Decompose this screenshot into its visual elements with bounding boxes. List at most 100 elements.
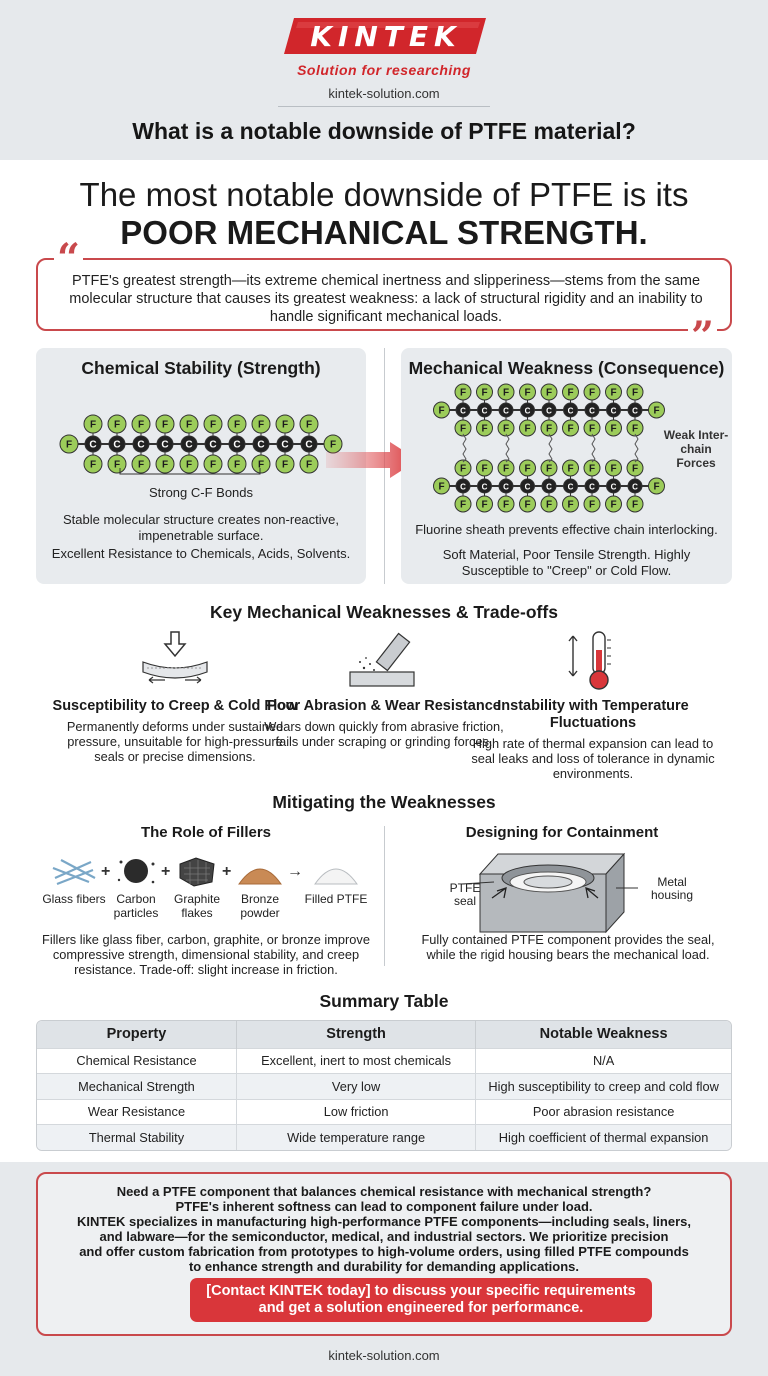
fluorine-atom-label: F <box>90 460 96 471</box>
table-cell: Thermal Stability <box>37 1124 237 1150</box>
fluorine-atom-label: F <box>481 464 487 475</box>
fluorine-atom <box>476 495 493 513</box>
filler-graphite-label: Graphite flakes <box>173 892 221 920</box>
weakness-temperature-title: Instability with Temperature Fluctuation… <box>497 698 689 731</box>
page-question: What is a notable downside of PTFE mater… <box>132 118 636 144</box>
carbon-atom-label: C <box>525 407 531 416</box>
containment-diagram <box>461 852 638 934</box>
fluorine-atom-label: F <box>282 420 288 431</box>
fluorine-atom <box>275 454 295 474</box>
fluorine-atom-label: F <box>524 500 530 511</box>
fillers-desc: Fillers like glass fiber, carbon, graphi… <box>42 932 370 977</box>
weak-force-spring <box>505 433 510 463</box>
table-cell: Wear Resistance <box>37 1098 237 1125</box>
fluorine-atom-label: F <box>503 500 509 511</box>
fluorine-atom-label: F <box>589 424 595 435</box>
bronze-powder-icon <box>238 868 282 885</box>
weakness-temperature-desc: High rate of thermal expansion can lead … <box>471 736 715 781</box>
fluorine-atom-label: F <box>610 500 616 511</box>
carbon-atom <box>584 478 600 494</box>
fluorine-atom-label: F <box>610 424 616 435</box>
fluorine-atom <box>155 414 175 434</box>
weakness-temperature: Instability with Temperature Fluctuation… <box>470 628 716 781</box>
weakness-abrasion-title: Poor Abrasion & Wear Resistance <box>267 698 501 714</box>
carbon-atom-label: C <box>568 483 574 492</box>
chemical-stability-title: Chemical Stability (Strength) <box>81 358 321 378</box>
site-url-top[interactable]: kintek-solution.com <box>328 86 440 101</box>
fluorine-atom <box>540 419 558 437</box>
fluorine-atom <box>519 419 536 437</box>
fluorine-atom <box>648 477 665 495</box>
tagline: Solution for researching <box>297 62 471 78</box>
weak-forces-label: Weak Inter-chain Forces <box>663 428 729 470</box>
kintek-logo[interactable]: KINTEK <box>280 14 492 58</box>
fluorine-atom <box>583 383 601 401</box>
fluorine-atom <box>275 414 295 434</box>
fluorine-atom <box>497 459 515 477</box>
carbon-particles-icon <box>117 859 155 884</box>
carbon-atom-label: C <box>611 483 617 492</box>
fluorine-atom-label: F <box>234 460 240 471</box>
plus-icon: + <box>101 863 111 880</box>
fluorine-atom-label: F <box>481 388 487 399</box>
fluorine-atom <box>626 495 644 513</box>
fluorine-atom <box>251 414 271 434</box>
carbon-atom-label: C <box>161 440 168 451</box>
fluorine-atom-label: F <box>524 464 530 475</box>
table-row: Chemical Resistance Excellent, inert to … <box>37 1047 731 1074</box>
quote-box: PTFE's greatest strength—its extreme che… <box>36 258 732 331</box>
fluorine-atom-label: F <box>610 388 616 399</box>
carbon-atom-label: C <box>503 407 509 416</box>
fluorine-atom <box>605 383 622 401</box>
fluorine-atom <box>476 419 493 437</box>
carbon-atom <box>477 478 492 494</box>
fluorine-atom <box>433 401 450 419</box>
table-cell: High coefficient of thermal expansion <box>475 1124 731 1150</box>
carbon-atom <box>228 435 246 453</box>
fluorine-atom-label: F <box>162 460 168 471</box>
fluorine-atom <box>497 495 515 513</box>
fluorine-atom <box>251 454 271 474</box>
carbon-atom-label: C <box>589 407 595 416</box>
carbon-atom-label: C <box>611 407 617 416</box>
fluorine-atom <box>583 495 601 513</box>
fluorine-atom <box>605 495 622 513</box>
filler-graphite: Graphite flakes <box>165 854 229 920</box>
fluorine-atom <box>562 495 579 513</box>
table-cell: Poor abrasion resistance <box>475 1098 731 1125</box>
carbon-atom-label: C <box>209 440 216 451</box>
filler-result: Filled PTFE <box>304 854 368 906</box>
fluorine-atom-label: F <box>567 464 573 475</box>
glass-fibers-icon <box>52 859 96 886</box>
column-header: Strength <box>236 1021 477 1048</box>
cta-text: Need a PTFE component that balances chem… <box>52 1184 716 1274</box>
fluorine-atom <box>562 383 579 401</box>
fluorine-atom-label: F <box>438 482 444 493</box>
fluorine-atom <box>519 383 536 401</box>
ptfe-seal-label: PTFE seal <box>449 881 481 908</box>
fluorine-atom-label: F <box>546 464 552 475</box>
carbon-atom <box>541 478 557 494</box>
fluorine-atom-label: F <box>282 460 288 471</box>
weakness-creep-title: Susceptibility to Creep & Cold Flow <box>52 698 298 714</box>
contact-kintek-button[interactable]: [Contact KINTEK today] to discuss your s… <box>190 1278 652 1322</box>
fluorine-atom-label: F <box>138 420 144 431</box>
fluorine-atom-label: F <box>632 500 638 511</box>
carbon-atom <box>132 435 150 453</box>
summary-table: Property Strength Notable Weakness Chemi… <box>36 1020 732 1151</box>
site-url-bottom[interactable]: kintek-solution.com <box>328 1348 440 1363</box>
headline-line2: POOR MECHANICAL STRENGTH. <box>120 214 648 251</box>
fluorine-atom-label: F <box>653 482 659 493</box>
fluorine-atom <box>476 459 493 477</box>
fluorine-atom-label: F <box>653 406 659 417</box>
fluorine-atom-label: F <box>162 420 168 431</box>
fluorine-atom <box>179 454 199 474</box>
fluorine-atom-label: F <box>524 388 530 399</box>
bond-label: Strong C-F Bonds <box>148 485 254 500</box>
carbon-atom-label: C <box>503 483 509 492</box>
carbon-atom <box>627 402 643 418</box>
fluorine-atom <box>203 454 223 474</box>
fluorine-atom <box>626 383 644 401</box>
